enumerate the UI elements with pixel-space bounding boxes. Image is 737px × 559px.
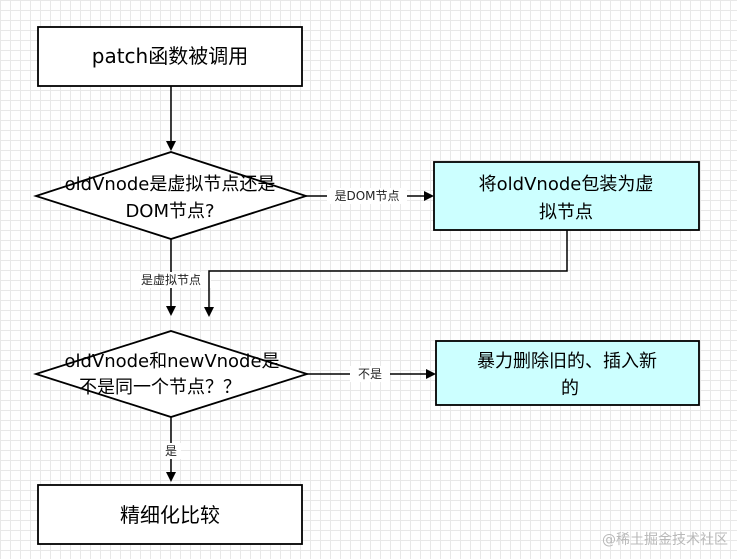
dom-label-bg	[327, 188, 407, 204]
edge-label-virtual-node: 是虚拟节点	[141, 273, 201, 287]
node-decision-vnode-or-dom	[33, 151, 309, 240]
wrap-line2: 拟节点	[539, 202, 593, 223]
node-wrap-oldvnode	[433, 161, 700, 231]
node-patch-called	[37, 26, 303, 87]
replace-line2: 的	[561, 378, 579, 399]
wrap-line1: 将oldVnode包装为虚	[479, 174, 654, 195]
edge-wrap-to-decision2	[204, 230, 568, 317]
decision2-line1: oldVnode和newVnode是	[64, 351, 279, 372]
edge-label-not-same: 不是	[358, 367, 382, 381]
watermark-text: @稀土掘金技术社区	[602, 532, 728, 548]
not-same-label-bg	[350, 366, 390, 382]
decision2-line2: 不是同一个节点？？	[79, 377, 241, 398]
node-fine-compare-label: 精细化比较	[120, 503, 220, 527]
replace-line1: 暴力删除旧的、插入新	[477, 351, 657, 372]
edge-label-dom-node: 是DOM节点	[334, 189, 399, 203]
same-label-bg	[161, 443, 181, 459]
decision1-line1: oldVnode是虚拟节点还是	[65, 174, 276, 195]
node-delete-insert	[435, 340, 700, 406]
node-patch-called-label: patch函数被调用	[92, 44, 248, 68]
edge-label-same: 是	[165, 444, 177, 458]
node-decision-same-node	[33, 330, 310, 418]
virtual-label-bg	[131, 272, 211, 288]
decision1-line2: DOM节点?	[125, 201, 214, 222]
node-fine-compare	[37, 484, 303, 545]
